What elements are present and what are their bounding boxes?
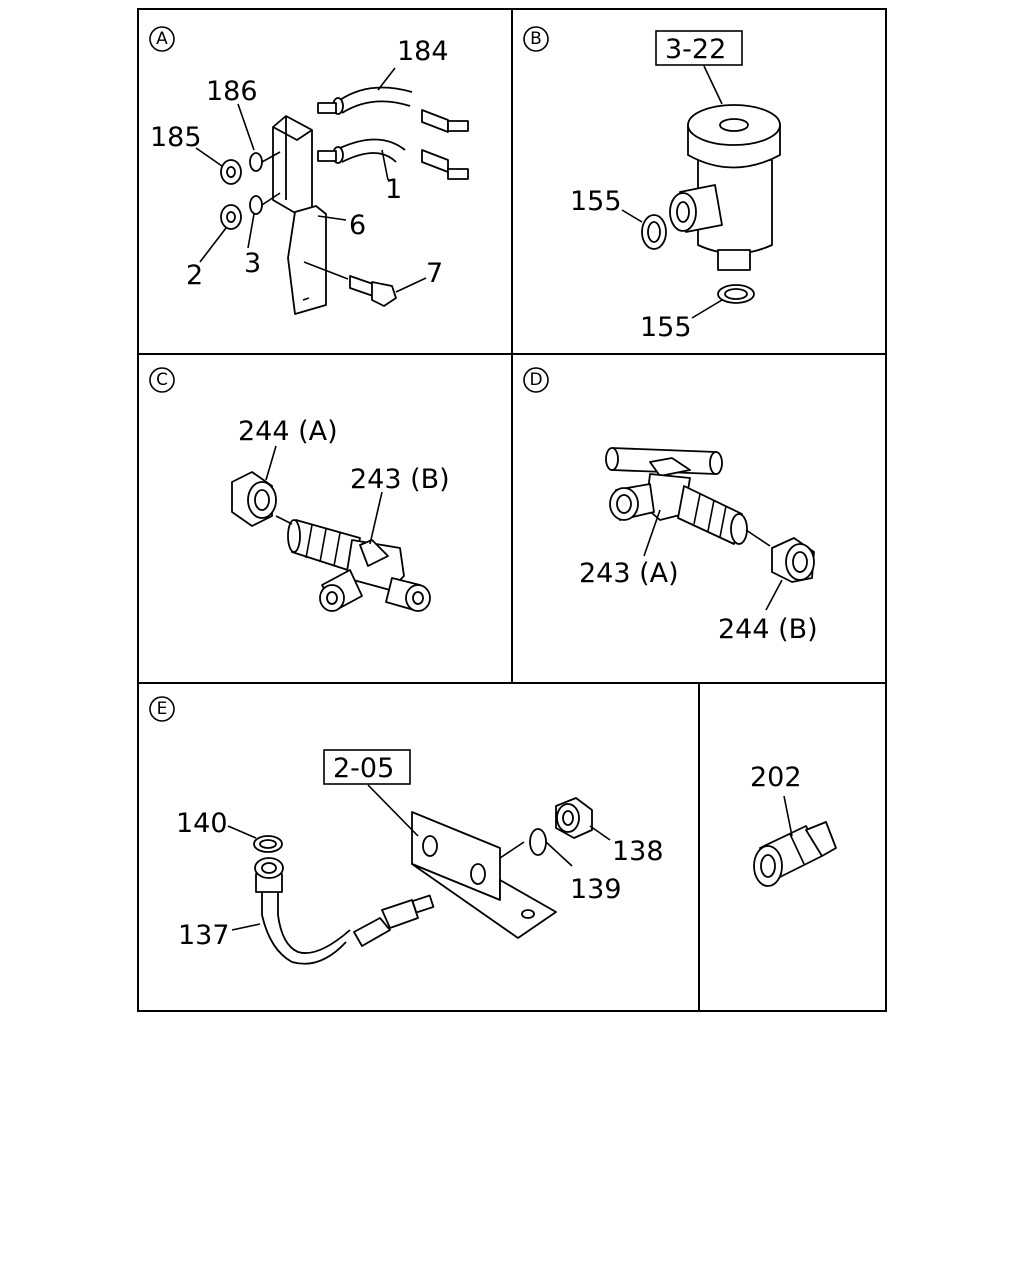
section-d: D 243 (A) 244 (B) <box>523 367 818 645</box>
section-e-marker: E <box>149 696 175 722</box>
svg-text:D: D <box>529 370 542 390</box>
callout-243a: 243 (A) <box>579 558 679 589</box>
callout-155-top: 155 <box>570 186 622 217</box>
callout-184: 184 <box>397 36 449 67</box>
section-b-marker: B <box>523 26 549 52</box>
callout-186: 186 <box>206 76 258 107</box>
nut-part <box>231 471 277 527</box>
washer-part <box>253 828 547 856</box>
leader-lines-c <box>265 445 383 545</box>
adapter-part <box>753 821 837 887</box>
leader-lines-a <box>195 67 427 293</box>
svg-text:A: A <box>156 29 168 49</box>
callout-1: 1 <box>385 174 402 205</box>
callout-243b: 243 (B) <box>350 464 450 495</box>
callout-3: 3 <box>244 248 261 279</box>
ref-box-2-05: 2-05 <box>323 749 411 785</box>
section-a: A <box>149 26 469 315</box>
svg-text:B: B <box>530 29 542 49</box>
callout-244b: 244 (B) <box>718 614 818 645</box>
diagram-frame <box>137 8 887 1012</box>
leader-lines-e <box>227 784 611 931</box>
section-a-marker: A <box>149 26 175 52</box>
gasket-part <box>641 214 755 304</box>
svg-text:E: E <box>157 699 168 719</box>
ref-box-3-22: 3-22 <box>655 30 743 66</box>
section-c: C 244 (A) 243 (B) <box>149 367 450 612</box>
callout-140: 140 <box>176 808 228 839</box>
leader-lines-b <box>621 65 723 319</box>
callout-2: 2 <box>186 260 203 291</box>
callout-202: 202 <box>750 762 802 793</box>
bracket-part <box>272 115 327 315</box>
bolt-part <box>303 261 397 307</box>
callout-155-bottom: 155 <box>640 312 692 343</box>
section-b: B 3-22 155 155 <box>523 26 781 343</box>
section-c-marker: C <box>149 367 175 393</box>
leader-lines-d <box>643 509 783 611</box>
callout-138: 138 <box>612 836 664 867</box>
hose-part <box>317 86 469 180</box>
bracket-part <box>411 811 557 939</box>
section-f: 202 <box>750 762 837 887</box>
reservoir-part <box>669 104 781 271</box>
svg-text:2-05: 2-05 <box>333 753 394 784</box>
svg-text:3-22: 3-22 <box>665 34 726 65</box>
section-d-marker: D <box>523 367 549 393</box>
nut-part <box>555 797 593 839</box>
callout-7: 7 <box>426 258 443 289</box>
tee-fitting-part <box>605 447 748 545</box>
hose-part <box>254 857 435 965</box>
leader-lines-f <box>783 795 793 837</box>
callout-6: 6 <box>349 210 366 241</box>
nut-part <box>220 159 242 230</box>
callout-244a: 244 (A) <box>238 416 338 447</box>
washer-part <box>249 151 281 215</box>
tee-fitting-part <box>287 519 431 612</box>
callout-139: 139 <box>570 874 622 905</box>
callout-185: 185 <box>150 122 202 153</box>
section-e: E 2-05 <box>149 696 664 965</box>
nut-part <box>771 537 815 583</box>
svg-text:C: C <box>156 370 168 390</box>
callout-137: 137 <box>178 920 230 951</box>
